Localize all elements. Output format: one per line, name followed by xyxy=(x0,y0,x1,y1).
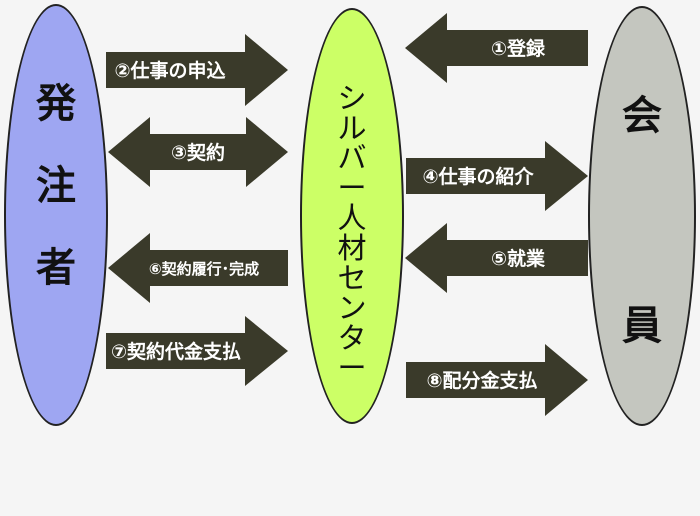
arrow-contract xyxy=(108,117,288,187)
client-char: 注 xyxy=(36,163,76,209)
arrow-distribution-payment-label: ⑧配分金支払 xyxy=(426,369,537,392)
arrow-contract-payment xyxy=(106,316,288,386)
arrow-register-label: ①登録 xyxy=(491,37,546,60)
silver-center-ellipse xyxy=(300,8,404,424)
client-char: 者 xyxy=(36,245,76,291)
arrow-job-request-label: ②仕事の申込 xyxy=(114,59,225,82)
arrow-job-introduction-label: ④仕事の紹介 xyxy=(422,165,534,188)
arrow-contract-fulfillment xyxy=(108,233,288,303)
client-ellipse xyxy=(4,4,108,426)
arrow-employment xyxy=(405,223,588,293)
center-char: ー xyxy=(337,351,367,385)
arrow-contract-fulfillment-label: ⑥契約履行･完成 xyxy=(149,260,259,278)
arrow-contract-label: ③契約 xyxy=(171,141,225,164)
member-ellipse xyxy=(588,6,696,426)
silver-center-label: シ ル バ ー 人 材 セ ン タ ー xyxy=(300,84,404,384)
arrow-employment-label: ⑤就業 xyxy=(491,247,546,270)
member-label: 会 員 xyxy=(588,96,696,516)
diagram: 発 注 者 シ ル バ ー 人 材 セ ン タ ー 会 員 ①登録 ②仕事の申込… xyxy=(4,4,696,426)
center-char: タ xyxy=(337,321,367,355)
center-char: ー xyxy=(337,171,367,205)
arrow-job-request xyxy=(106,34,288,106)
arrows-layer: ①登録 ②仕事の申込 ③契約 ④仕事の紹介 ⑤就業 ⑥契約履行･完成 ⑦契約代金… xyxy=(106,13,588,416)
center-char: 材 xyxy=(337,231,367,265)
center-char: セ xyxy=(337,261,367,295)
center-char: ル xyxy=(337,111,367,145)
member-char: 会 xyxy=(622,93,662,139)
member-char: 員 xyxy=(622,303,662,349)
center-char: ン xyxy=(337,291,367,325)
center-char: バ xyxy=(337,141,367,175)
arrow-job-introduction xyxy=(406,141,588,211)
arrow-distribution-payment xyxy=(406,344,588,416)
center-char: シ xyxy=(337,81,367,115)
client-char: 発 xyxy=(36,81,76,127)
arrow-contract-payment-label: ⑦契約代金支払 xyxy=(111,340,241,363)
center-char: 人 xyxy=(337,201,367,235)
client-label: 発 注 者 xyxy=(4,84,108,330)
arrow-register xyxy=(405,13,588,83)
